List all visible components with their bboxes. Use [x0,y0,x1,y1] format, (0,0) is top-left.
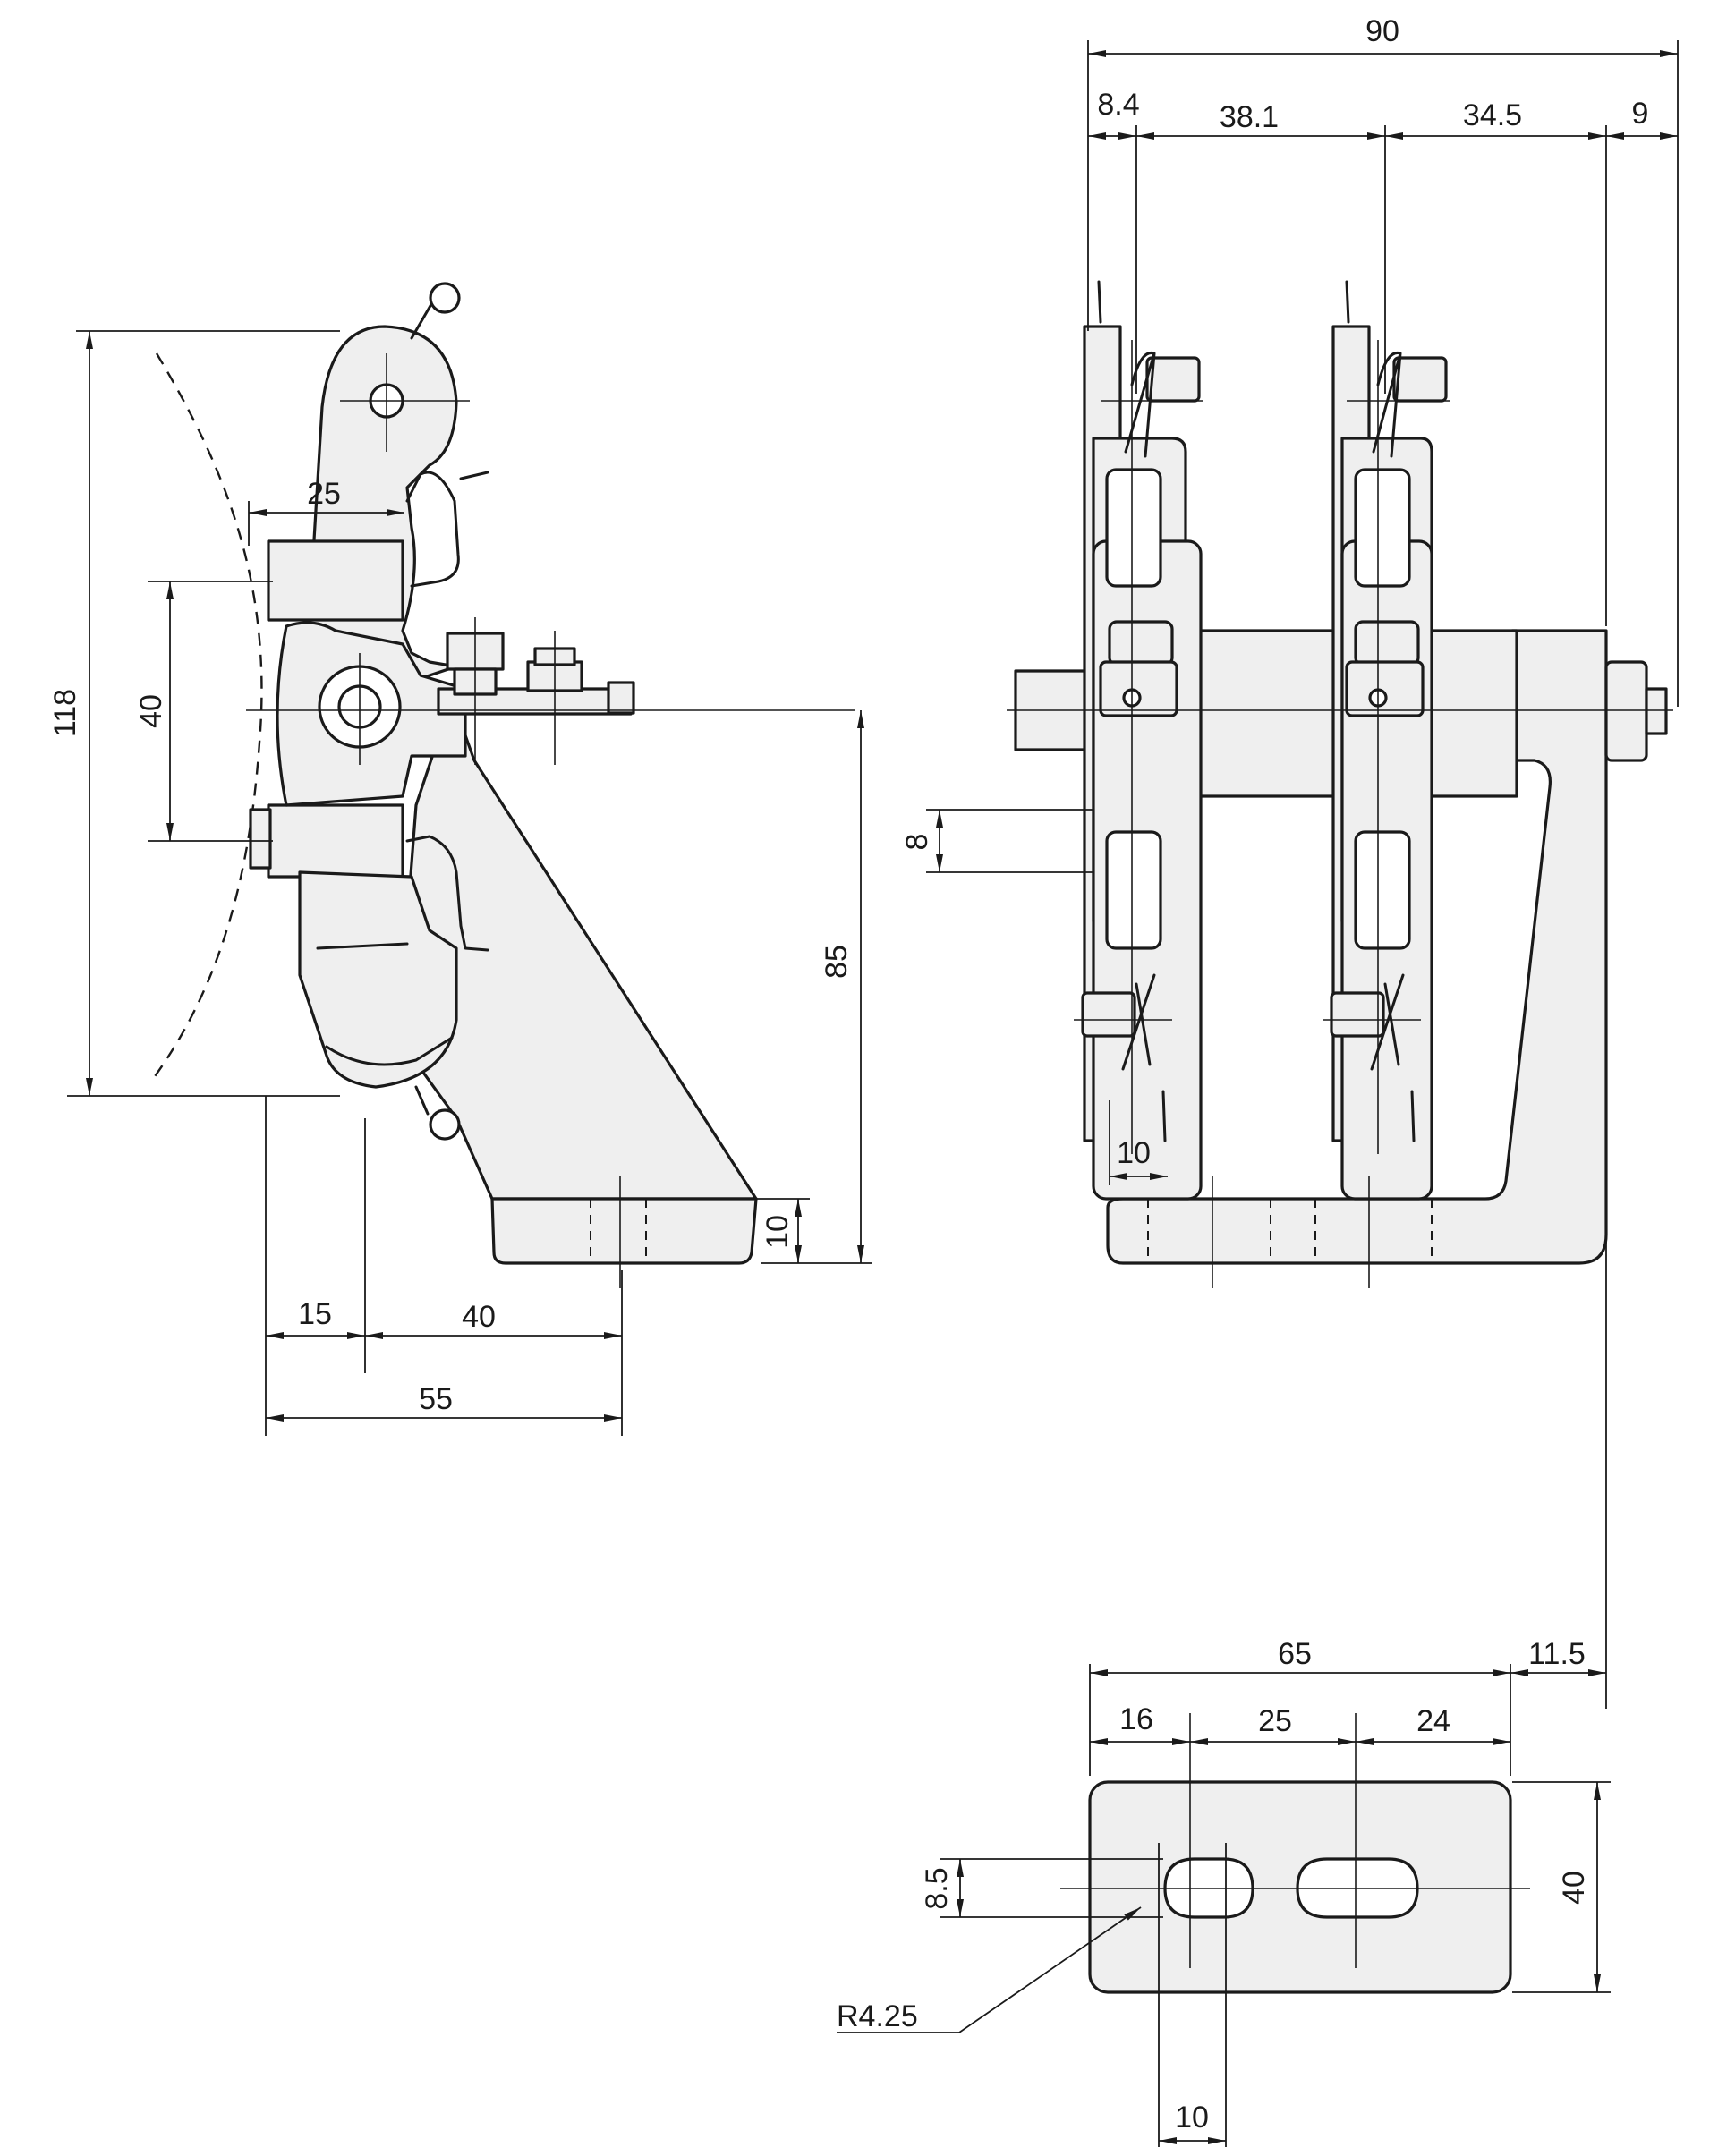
dim-overall-width: 90 [1365,14,1399,48]
dim-40-span: 40 [462,1300,496,1334]
dim-11-5: 11.5 [1528,1637,1586,1671]
side-view [149,282,855,1288]
dim-65: 65 [1278,1637,1312,1671]
dim-9: 9 [1632,97,1649,131]
dim-34-5: 34.5 [1463,98,1522,132]
dim-16: 16 [1119,1702,1153,1736]
dim-25-plate: 25 [1258,1704,1292,1738]
dim-55: 55 [419,1382,453,1416]
lower-jaw [298,870,458,1089]
end-nut [1604,660,1648,762]
front-view [1007,280,1673,1288]
dim-118: 118 [48,689,82,737]
dim-25-top: 25 [307,477,341,511]
clamp-assembly-1 [1081,280,1203,1201]
clamp-block-lower [267,803,404,879]
dimension-labels: 90 8.4 38.1 34.5 9 118 40 25 85 10 8 10 … [48,14,1648,2135]
clamp-assembly-2 [1330,280,1448,1201]
dim-85: 85 [820,945,854,979]
side-base-column [396,696,758,1201]
dim-8-5: 8.5 [920,1867,954,1909]
dim-10-foot: 10 [761,1215,795,1249]
dim-8: 8 [900,834,934,851]
dimension-lines [67,40,1679,2144]
side-foot [490,1197,758,1265]
dim-38-1: 38.1 [1220,100,1279,134]
dim-8-4: 8.4 [1097,88,1139,122]
dim-24: 24 [1416,1704,1450,1738]
dim-10-leg: 10 [1117,1136,1151,1170]
dim-10-slot: 10 [1175,2101,1209,2135]
bottom-plate-view [1060,1713,1530,2147]
clamp-block-upper [267,539,404,622]
dim-radius: R4.25 [837,1999,918,2033]
dim-40-vertical: 40 [134,694,168,728]
dim-40-plate: 40 [1557,1871,1591,1905]
dim-15: 15 [298,1297,332,1331]
